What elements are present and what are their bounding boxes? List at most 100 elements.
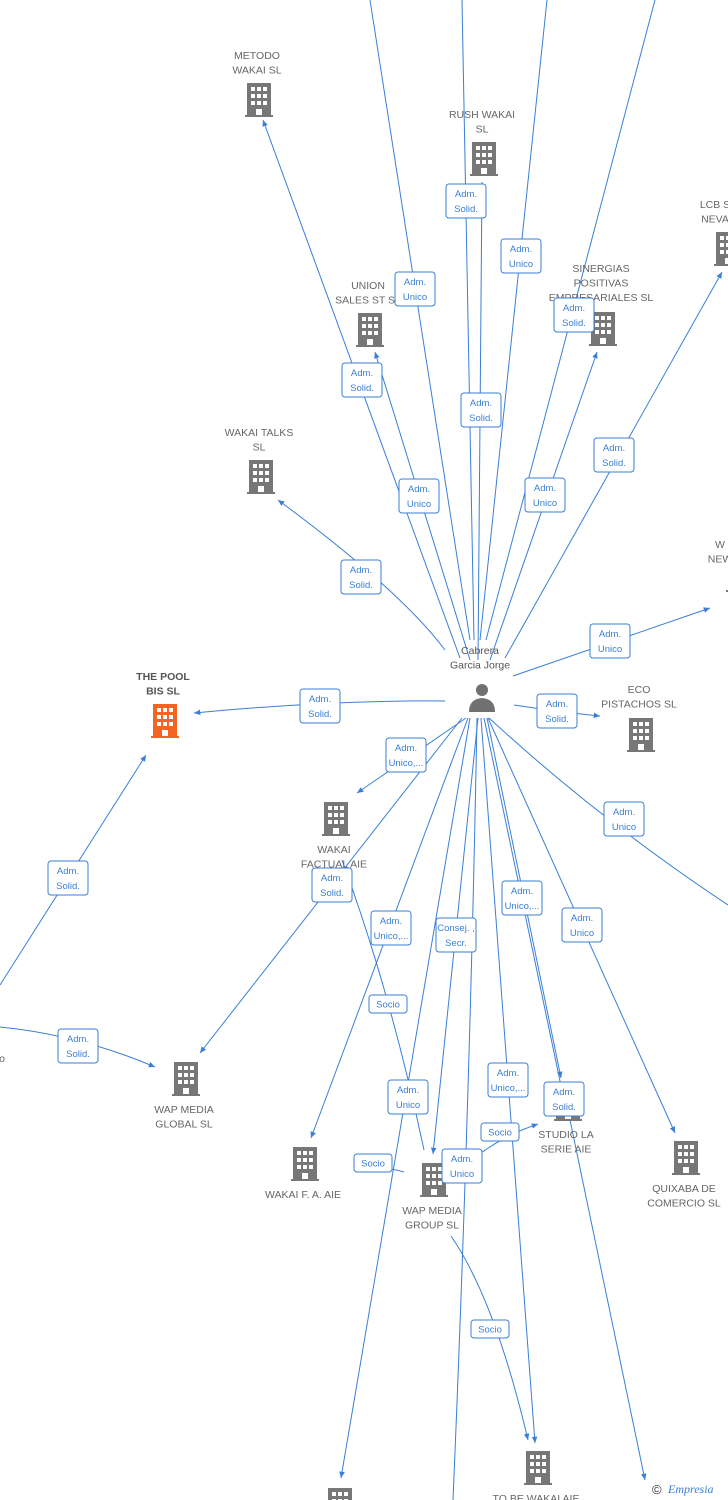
node-eco[interactable]: ECO PISTACHOS SL — [601, 684, 677, 752]
relation-badge[interactable]: Adm.Solid. — [543, 1081, 585, 1117]
building-icon — [356, 313, 384, 347]
relation-badge[interactable]: Adm.Unico — [524, 477, 566, 513]
relation-badge[interactable]: Socio — [470, 1319, 510, 1339]
person-icon — [469, 684, 495, 712]
badge-text: Adm. — [603, 443, 625, 454]
badge-text: Unico — [570, 928, 594, 939]
relation-badge[interactable]: Adm.Unico — [589, 623, 631, 659]
building-icon — [322, 802, 350, 836]
badge-text: Unico — [533, 498, 557, 509]
node-label: BIS SL — [146, 686, 180, 698]
badge-text: Unico,... — [505, 901, 540, 912]
badge-text: Adm. — [321, 873, 343, 884]
building-icon — [247, 460, 275, 494]
badge-text: Adm. — [67, 1034, 89, 1045]
node-label: NEW — [708, 554, 728, 566]
node-wakaitalks[interactable]: WAKAI TALKS SL — [225, 427, 294, 494]
node-label: POSITIVAS — [574, 278, 629, 290]
node-label: PISTACHOS SL — [601, 699, 677, 711]
node-label: SALES ST SL — [335, 295, 401, 307]
relation-badge[interactable]: Adm. Unico,... — [501, 880, 543, 916]
node-lcb[interactable]: LCB S NEVA — [700, 199, 728, 266]
relation-badge[interactable]: Adm.Unico — [387, 1079, 429, 1115]
node-label: LCB S — [700, 199, 728, 211]
building-icon — [714, 232, 728, 266]
building-icon — [524, 1451, 552, 1485]
relation-badge[interactable]: Adm.Solid. — [299, 688, 341, 724]
relation-badge[interactable]: Adm.Solid. — [445, 183, 487, 219]
node-label: Garcia Jorge — [450, 660, 510, 672]
building-icon — [672, 1141, 700, 1175]
badge-text: Adm. — [380, 916, 402, 927]
relation-badge[interactable]: Adm.Unico — [603, 801, 645, 837]
badge-text: Adm. — [395, 743, 417, 754]
node-label: SL — [253, 442, 266, 454]
badge-text: Unico — [509, 259, 533, 270]
relation-badge[interactable]: Adm.Unico — [394, 271, 436, 307]
node-label: WAP MEDIA — [402, 1205, 462, 1217]
badge-text: Adm. — [510, 244, 532, 255]
relation-badge[interactable]: Adm. Unico — [500, 238, 542, 274]
node-label: WAP MEDIA — [154, 1104, 214, 1116]
relation-badge[interactable]: Adm.Unico,... — [370, 910, 412, 946]
node-label: WAKAI SL — [232, 65, 281, 77]
badge-text: Solid. — [562, 318, 586, 329]
badge-text: Socio — [361, 1159, 385, 1170]
badge-text: Unico — [407, 499, 431, 510]
badge-text: Adm. — [546, 699, 568, 710]
badge-text: Adm. — [511, 886, 533, 897]
node-label: GROUP SL — [405, 1220, 459, 1232]
relation-badge[interactable]: Adm.Solid. — [47, 860, 89, 896]
relation-badge[interactable]: Adm.Solid. — [341, 362, 383, 398]
relation-badge[interactable]: Socio — [353, 1153, 393, 1173]
relation-badge[interactable]: Adm. Solid. — [340, 559, 382, 595]
relation-badge[interactable]: Adm.Solid. — [57, 1028, 99, 1064]
relation-badge[interactable]: Socio — [368, 994, 408, 1014]
badge-text: Unico — [403, 292, 427, 303]
relation-badge[interactable]: Adm. Unico,... — [385, 737, 427, 773]
node-label: WAKAI TALKS — [225, 427, 294, 439]
node-label: NEVA — [701, 214, 728, 226]
node-label: ECO — [628, 684, 651, 696]
badge-text: Solid. — [454, 204, 478, 215]
relation-badge[interactable]: Adm. Solid. — [593, 437, 635, 473]
badge-text: Solid. — [602, 458, 626, 469]
node-bottom[interactable] — [326, 1488, 354, 1500]
node-label: QUIXABA DE — [652, 1183, 716, 1195]
badge-text: Unico,... — [389, 758, 424, 769]
badge-text: Adm. — [309, 694, 331, 705]
relation-badge[interactable]: Socio — [480, 1122, 520, 1142]
relation-badge[interactable]: Adm.Unico — [441, 1148, 483, 1184]
relation-badge[interactable]: Adm.Unico,... — [487, 1062, 529, 1098]
node-tobe[interactable]: TO BE WAKAI AIE — [493, 1451, 580, 1500]
badge-text: Adm. — [351, 368, 373, 379]
building-icon — [326, 1488, 354, 1500]
badge-text: Solid. — [349, 580, 373, 591]
badge-text: Socio — [376, 1000, 400, 1011]
relation-badge[interactable]: Adm. Solid. — [311, 867, 353, 903]
relation-badge[interactable]: Consej. ,Secr. — [435, 917, 477, 953]
node-leftcut[interactable]: o — [0, 1053, 5, 1065]
badge-text: Adm. — [571, 913, 593, 924]
badge-text: Adm. — [350, 565, 372, 576]
node-fa[interactable]: WAKAI F. A. AIE — [265, 1147, 341, 1201]
relation-badge[interactable]: Adm.Solid. — [553, 297, 595, 333]
relation-badge[interactable]: Adm.Unico — [398, 478, 440, 514]
badge-text: Unico — [612, 822, 636, 833]
relation-badge[interactable]: Adm.Solid. — [460, 392, 502, 428]
badge-text: Solid. — [320, 888, 344, 899]
relation-badge[interactable]: Adm.Solid. — [536, 693, 578, 729]
relation-badge[interactable]: Adm. Unico — [561, 907, 603, 943]
node-wapgroup[interactable]: WAP MEDIA GROUP SL — [402, 1163, 462, 1232]
